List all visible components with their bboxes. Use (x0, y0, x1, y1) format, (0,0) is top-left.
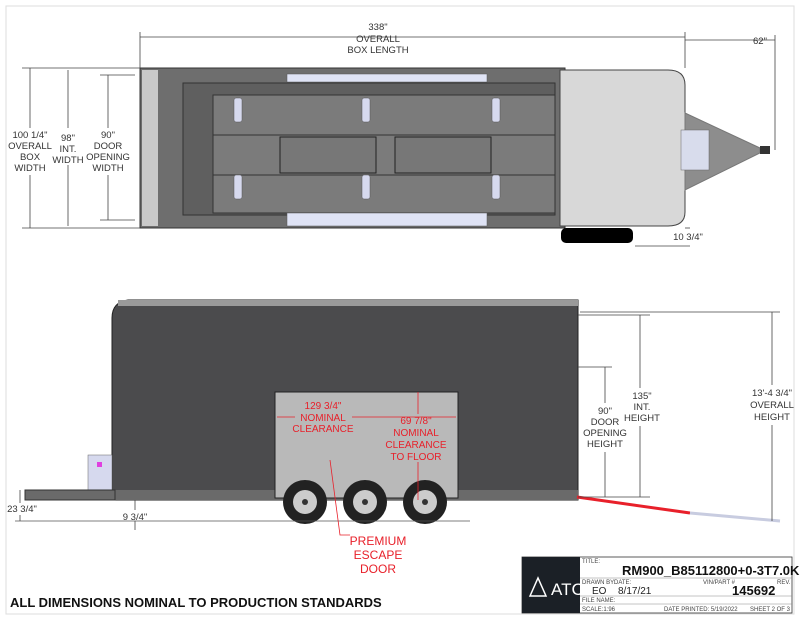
footer-note: ALL DIMENSIONS NOMINAL TO PRODUCTION STA… (10, 595, 382, 610)
side-window-bottom (286, 212, 488, 227)
box-width-label: OVERALL (8, 141, 52, 152)
overall-length-value: 338" (368, 22, 387, 33)
wheel (283, 480, 327, 524)
date-label: DATE: (614, 580, 632, 586)
ramp (576, 495, 691, 515)
box-width-value: 100 1/4" (12, 130, 47, 141)
jack-indicator (97, 462, 102, 467)
tongue-height-value: 23 3/4" (7, 504, 37, 515)
overall-height-label: OVERALL (750, 400, 794, 411)
wheel (403, 480, 447, 524)
floor-clearance-label: CLEARANCE (385, 440, 446, 451)
wheel (343, 480, 387, 524)
door-width-label: OPENING (86, 152, 130, 163)
tongue-side (24, 489, 116, 501)
int-width-label: INT. (60, 144, 77, 155)
atc-logo-text: ATC (551, 580, 584, 599)
side-view (15, 299, 781, 524)
sheet-number: SHEET 2 OF 3 (750, 607, 791, 613)
int-height-label: HEIGHT (624, 413, 660, 424)
deck (212, 94, 556, 214)
door-width-label: DOOR (94, 141, 123, 152)
ramp-end (689, 511, 781, 523)
ground-clearance-value: 9 3/4" (123, 512, 148, 523)
door-height-label: DOOR (591, 417, 620, 428)
atc-logo-mark (528, 576, 548, 597)
floor-clearance-label: TO FLOOR (391, 452, 442, 463)
overall-length-label: BOX LENGTH (347, 45, 408, 56)
escape-door-label: PREMIUM (350, 534, 407, 548)
door-height-value: 90" (598, 406, 612, 417)
rev-label: REV. (777, 580, 791, 586)
title-label: TITLE: (582, 559, 600, 565)
int-height-value: 135" (632, 391, 651, 402)
int-width-value: 98" (61, 133, 75, 144)
deck-hatch (394, 136, 492, 174)
door-height-label: OPENING (583, 428, 627, 439)
int-height-label: INT. (634, 402, 651, 413)
door-width-value: 90" (101, 130, 115, 141)
wheels (283, 480, 447, 524)
scale-value: SCALE:1:96 (582, 607, 616, 613)
floor-clearance-label: NOMINAL (393, 428, 439, 439)
drawn-by-label: DRAWN BY: (582, 580, 616, 586)
escape-clearance-label: NOMINAL (300, 413, 346, 424)
date-value: 8/17/21 (618, 586, 652, 597)
escape-door-label: ESCAPE (354, 548, 403, 562)
overall-length-label: OVERALL (356, 34, 400, 45)
title-block: ATC TITLE: RM900_B85112800+0-3T7.0K DRAW… (521, 556, 800, 614)
side-dimensions: 13'-4 3/4" OVERALL HEIGHT 135" INT. HEIG… (7, 311, 794, 576)
file-name-label: FILE NAME: (582, 598, 616, 604)
drawn-by-value: EO (592, 586, 607, 597)
roof-rail (118, 300, 578, 306)
floor-clearance-value: 69 7/8" (400, 416, 432, 427)
int-width-label: WIDTH (52, 155, 83, 166)
drawing-title: RM900_B85112800+0-3T7.0K (622, 563, 800, 578)
overall-height-value: 13'-4 3/4" (752, 388, 792, 399)
escape-clearance-value: 129 3/4" (305, 401, 342, 412)
door-width-label: WIDTH (92, 163, 123, 174)
vin-label: VIN/PART # (703, 580, 736, 586)
top-view (139, 67, 770, 243)
overall-height-label: HEIGHT (754, 412, 790, 423)
tongue-length-value: 62" (753, 36, 767, 47)
fender (561, 228, 633, 243)
door-height-label: HEIGHT (587, 439, 623, 450)
top-dimensions: 338" OVERALL BOX LENGTH 62" 100 1/4" OVE… (8, 22, 776, 247)
rear-panel (142, 70, 158, 226)
side-window-top (286, 73, 488, 83)
atc-logo (522, 557, 580, 613)
box-width-label: WIDTH (14, 163, 45, 174)
vin-value: 145692 (732, 583, 775, 598)
date-printed: DATE PRINTED: 5/19/2022 (664, 607, 738, 613)
escape-clearance-label: CLEARANCE (292, 424, 353, 435)
deck-hatch (279, 136, 377, 174)
fender-offset-value: 10 3/4" (673, 232, 703, 243)
front-cap (559, 69, 686, 227)
jack-box (680, 129, 710, 171)
escape-door-label: DOOR (360, 562, 396, 576)
box-width-label: BOX (20, 152, 41, 163)
coupler (760, 146, 770, 154)
